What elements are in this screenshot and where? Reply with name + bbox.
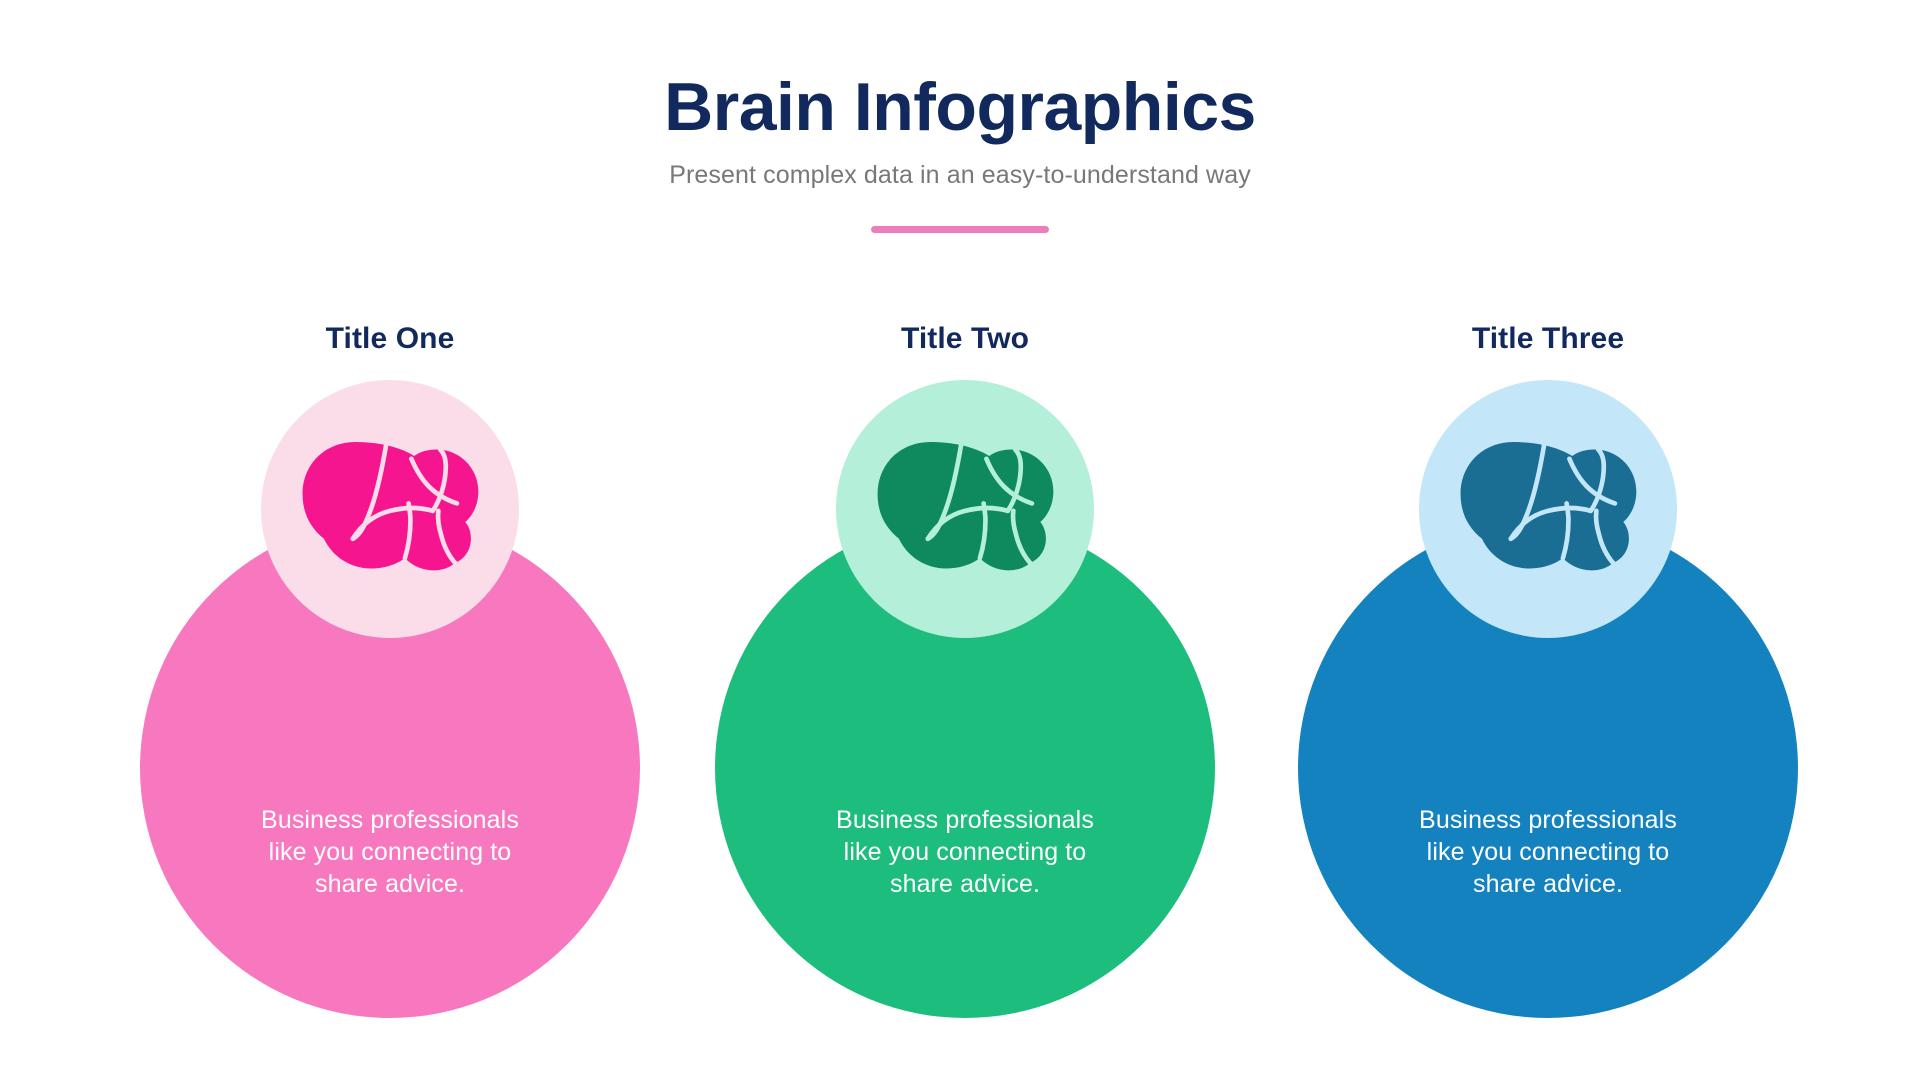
- card-one-graphic: Business professionals like you connecti…: [130, 380, 650, 1060]
- card-three-body: Business professionals like you connecti…: [1419, 806, 1677, 898]
- header-divider: [871, 226, 1049, 234]
- brain-icon: [1460, 441, 1637, 571]
- card-three[interactable]: Title Three Business professionals like …: [1288, 322, 1808, 1062]
- header: Brain Infographics Present complex data …: [0, 0, 1920, 238]
- page-subtitle: Present complex data in an easy-to-under…: [669, 161, 1251, 190]
- card-one-title: Title One: [325, 322, 455, 355]
- cards-row: Title One Business professionals like yo…: [0, 322, 1920, 1062]
- card-two-icon-badge[interactable]: [836, 380, 1094, 638]
- card-one-icon-badge[interactable]: [261, 380, 519, 638]
- card-two[interactable]: Title Two Business professionals like yo…: [705, 322, 1225, 1062]
- page-title: Brain Infographics: [664, 69, 1256, 145]
- card-two-graphic: Business professionals like you connecti…: [705, 380, 1225, 1060]
- card-three-icon-badge[interactable]: [1419, 380, 1677, 638]
- card-three-graphic: Business professionals like you connecti…: [1288, 380, 1808, 1060]
- card-one[interactable]: Title One Business professionals like yo…: [130, 322, 650, 1062]
- card-three-title: Title Three: [1471, 322, 1625, 355]
- card-two-body: Business professionals like you connecti…: [836, 806, 1094, 898]
- divider-wrapper: [0, 220, 1920, 238]
- card-two-title: Title Two: [900, 322, 1030, 355]
- brain-icon: [877, 441, 1054, 571]
- card-one-body: Business professionals like you connecti…: [261, 806, 519, 898]
- brain-icon: [302, 441, 479, 571]
